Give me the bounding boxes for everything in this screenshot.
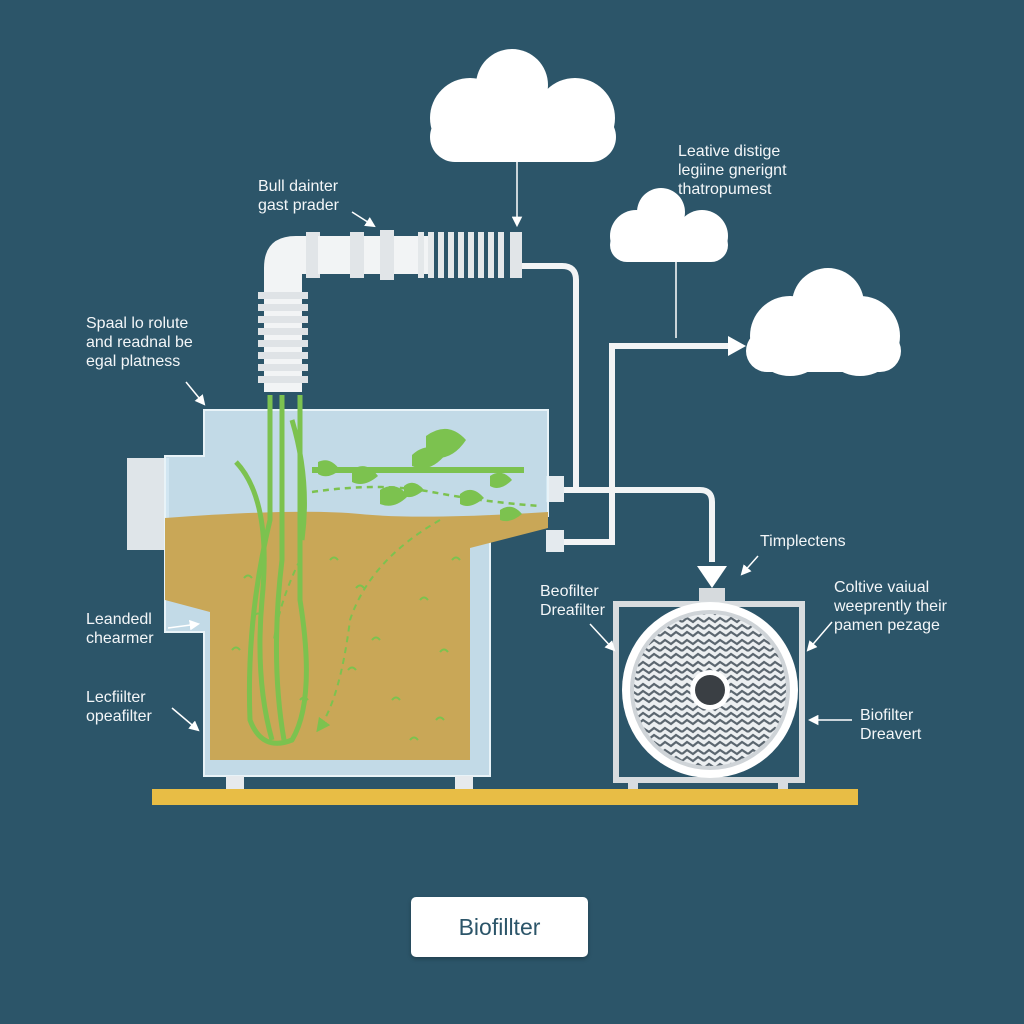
pointer-arrows — [167, 211, 852, 732]
label-top-pipe: Bull dainter gast prader — [258, 178, 339, 214]
plant-tubes — [234, 395, 309, 746]
label-biofilter-left: Beofilter Dreafilter — [540, 583, 605, 619]
ground-bar — [152, 789, 858, 805]
caption-text: Biofillter — [458, 913, 541, 940]
dashed-flow — [316, 519, 441, 733]
label-right-center: Timplectens — [760, 533, 846, 550]
biofilter-unit — [613, 588, 805, 789]
tank-side-box — [127, 458, 169, 550]
dashed-flow — [311, 485, 541, 508]
thin-pipes — [522, 263, 740, 562]
arrow-icon — [728, 336, 746, 356]
tank-leg — [455, 776, 473, 789]
label-left-bottom: Lecfiilter opeafilter — [86, 689, 152, 725]
cloud-icon — [430, 49, 616, 162]
caption-box: Biofillter — [411, 897, 588, 957]
label-right-top: Leative distige legiine gnerignt thatrop… — [678, 143, 787, 198]
gas-pipe — [258, 230, 522, 392]
label-right-mid: Coltive vaiual weeprently their pamen pe… — [834, 579, 947, 634]
cloud-icon — [746, 268, 901, 376]
label-right-bottom: Biofilter Dreavert — [860, 707, 922, 743]
tank-leg — [226, 776, 244, 789]
tank-right-port — [546, 530, 564, 552]
tank-right-port — [546, 476, 564, 502]
arrow-icon — [697, 566, 727, 588]
label-left-mid: Leandedl chearmer — [86, 611, 154, 647]
label-left-top: Spaal lo rolute and readnal be egal plat… — [86, 315, 193, 370]
cloud-icon — [610, 188, 728, 262]
